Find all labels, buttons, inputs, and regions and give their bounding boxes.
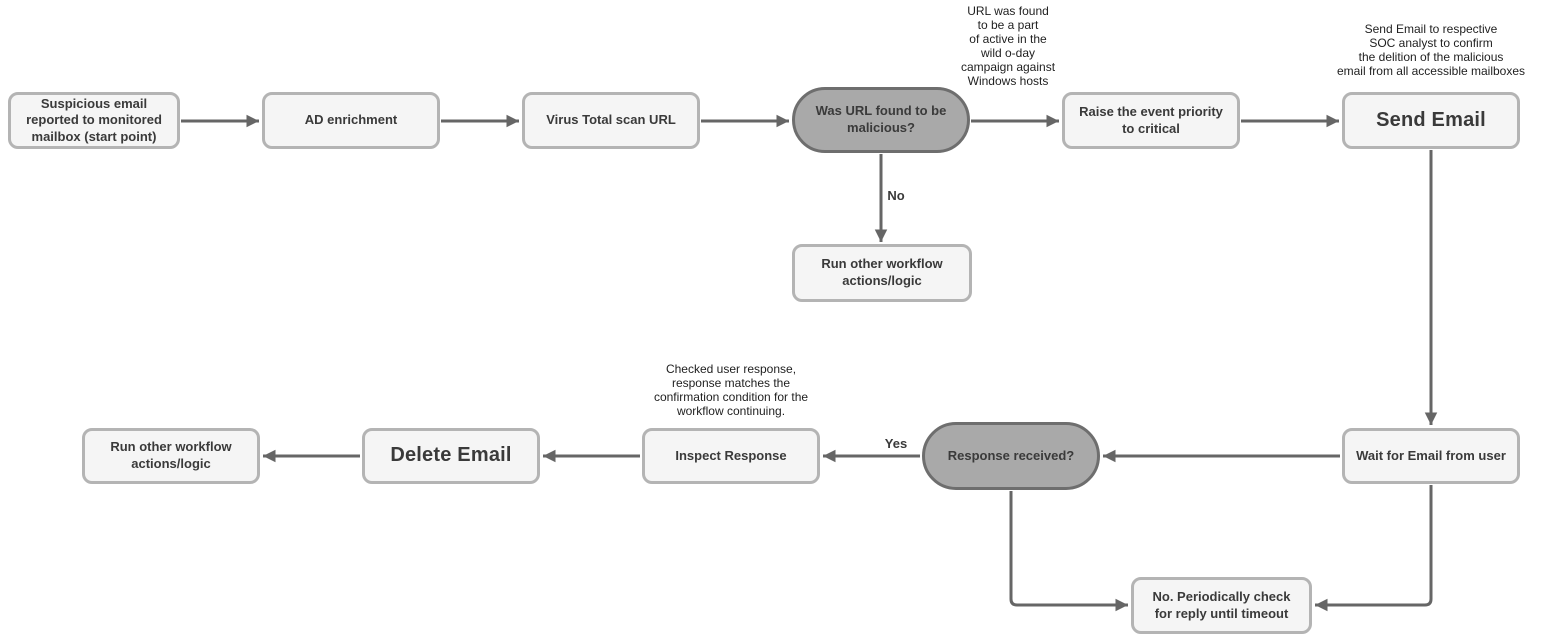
decision-response-received: Response received? <box>922 422 1100 490</box>
node-ad-enrichment: AD enrichment <box>262 92 440 149</box>
connector-response-no-to-periodic <box>1009 491 1128 612</box>
edge-label-yes: Yes <box>884 436 908 451</box>
node-run-other-workflow-bottom: Run other workflow actions/logic <box>82 428 260 484</box>
node-raise-priority: Raise the event priority to critical <box>1062 92 1240 149</box>
edge-label-no: No <box>887 188 905 203</box>
node-send-email: Send Email <box>1342 92 1520 149</box>
node-delete-email: Delete Email <box>362 428 540 484</box>
annotation-zero-day-campaign: URL was found to be a part of active in … <box>960 4 1056 88</box>
node-virus-total-scan: Virus Total scan URL <box>522 92 700 149</box>
node-start: Suspicious email reported to monitored m… <box>8 92 180 149</box>
node-inspect-response: Inspect Response <box>642 428 820 484</box>
connector-wait-timeout-to-periodic <box>1315 485 1433 612</box>
decision-url-malicious: Was URL found to be malicious? <box>792 87 970 153</box>
annotation-response-check-note: Checked user response, response matches … <box>653 362 809 418</box>
node-periodic-check: No. Periodically check for reply until t… <box>1131 577 1312 634</box>
node-run-other-workflow-top: Run other workflow actions/logic <box>792 244 972 302</box>
node-wait-for-email: Wait for Email from user <box>1342 428 1520 484</box>
annotation-send-email-note: Send Email to respective SOC analyst to … <box>1336 22 1526 78</box>
